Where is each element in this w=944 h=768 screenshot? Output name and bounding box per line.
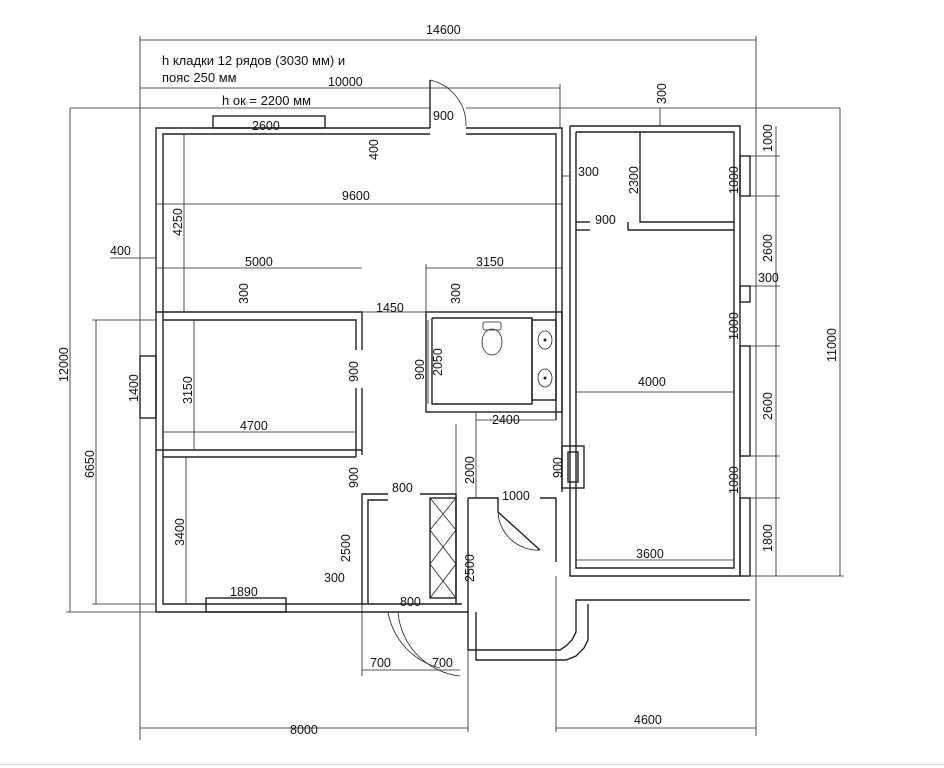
dim-bed3-depth: 3400: [173, 518, 187, 546]
dim-door-800-a: 800: [392, 481, 413, 495]
dim-pier-1000-d: 1000: [727, 466, 741, 494]
right-window-d: [739, 497, 751, 577]
dim-hall-width: 9600: [342, 189, 370, 203]
dim-corridor-depth: 2000: [463, 456, 477, 484]
dim-bath-door: 900: [413, 359, 427, 380]
entry-wall-right: [540, 497, 557, 562]
dim-bed3-door: 900: [347, 467, 361, 488]
dim-bottom-4600: 4600: [634, 713, 662, 727]
entry-door-swing: [497, 511, 541, 551]
dim-passage: 1450: [376, 301, 404, 315]
toilet-icon: [481, 321, 503, 356]
porch-inner: [475, 604, 589, 661]
dim-step-700-b: 700: [432, 656, 453, 670]
dim-left-offset: 400: [110, 244, 131, 258]
bed1-bottom-wall-inner: [163, 319, 357, 350]
dim-bath-depth: 2050: [431, 348, 445, 376]
closet-hatch: [429, 563, 457, 599]
window-height-note: h ок = 2200 мм: [222, 93, 311, 108]
dim-right-room-depth: 2300: [627, 166, 641, 194]
dim-closet-2500-b: 2500: [463, 554, 477, 582]
dim-closet-2500-a: 2500: [339, 534, 353, 562]
dimension-lines: [66, 36, 844, 740]
basin-icon: [537, 368, 553, 388]
dim-right-end-1800: 1800: [761, 524, 775, 552]
dim-overall-width: 14600: [426, 23, 461, 37]
dim-front-width: 10000: [328, 75, 363, 89]
dim-hall-depth: 4250: [171, 208, 185, 236]
doors: [387, 79, 541, 677]
dim-pier-1000-b: 1000: [727, 166, 741, 194]
top-window: [212, 115, 326, 129]
fixtures: [481, 321, 553, 388]
main-outer-wall-inner: [162, 133, 462, 605]
porch-door-swing-a: [387, 611, 441, 669]
dim-right-door-side: 900: [551, 457, 565, 478]
dim-win-2600-a: 2600: [761, 234, 775, 262]
bed3-right-wall: [367, 499, 388, 604]
sink-icon: [537, 330, 553, 350]
dim-pier-1000-a: 1000: [761, 124, 775, 152]
masonry-note-line1: h кладки 12 рядов (3030 мм) и: [162, 53, 345, 68]
right-wing-inner: [575, 131, 735, 569]
dim-pier-1000-c: 1000: [727, 312, 741, 340]
right-door-frame: [561, 445, 585, 489]
dim-door-top: 900: [433, 109, 454, 123]
right-window-c: [739, 345, 751, 457]
masonry-note-line2: пояс 250 мм: [162, 70, 237, 85]
main-top-right-wall-inner: [466, 133, 557, 420]
dim-bed2-door: 900: [347, 361, 361, 382]
right-window-a: [739, 155, 751, 197]
porch-door-swing-b: [397, 611, 461, 677]
dim-step-700-a: 700: [370, 656, 391, 670]
closet: [429, 497, 457, 599]
dim-bed1-width: 5000: [245, 255, 273, 269]
dim-window-top: 2600: [252, 119, 280, 133]
dim-wall-300-b: 300: [449, 283, 463, 304]
page-bottom-border: [0, 764, 944, 765]
bottom-window: [205, 597, 287, 613]
dim-bath-width: 3150: [476, 255, 504, 269]
porch: [467, 599, 750, 651]
bathroom-inner: [431, 317, 533, 405]
dim-door-800-b: 800: [400, 595, 421, 609]
entry-wall: [468, 497, 499, 512]
dim-bed2-depth: 3150: [181, 376, 195, 404]
dim-right-room2-width: 3600: [636, 547, 664, 561]
dim-offset-300-top: 300: [655, 83, 669, 104]
dim-right-door-900: 900: [595, 213, 616, 227]
closet-hatch: [429, 529, 457, 565]
dim-left-lower: 6650: [83, 450, 97, 478]
right-window-b: [739, 285, 751, 303]
bed3-right-wall-inner: [361, 493, 388, 604]
dim-win-2600-b: 2600: [761, 392, 775, 420]
right-room1-wall: [639, 132, 734, 223]
dim-pier-400: 400: [367, 139, 381, 160]
main-top-right-wall: [466, 127, 563, 492]
dim-door-1000: 1000: [502, 489, 530, 503]
dim-window-left: 1400: [127, 374, 141, 402]
dim-corridor-width: 2400: [492, 413, 520, 427]
dim-right-wing-offset: 300: [578, 165, 599, 179]
dim-window-bottom: 1890: [230, 585, 258, 599]
left-window: [139, 355, 157, 419]
dim-bottom-8000: 8000: [290, 723, 318, 737]
right-door-leaf: [567, 451, 579, 483]
front-door-swing: [429, 79, 467, 127]
entry-door-leaf: [497, 511, 541, 551]
dim-right-offset-300: 300: [758, 271, 779, 285]
bed1-bottom-wall: [156, 311, 363, 350]
dim-right-room-width: 4000: [638, 375, 666, 389]
bathroom-outline: [425, 311, 563, 413]
dim-overall-height: 12000: [57, 347, 71, 382]
closet-hatch: [429, 497, 457, 531]
dim-wall-300-a: 300: [237, 283, 251, 304]
right-wing-outer: [569, 125, 741, 577]
dim-bed2-width: 4700: [240, 419, 268, 433]
dim-right-height: 11000: [825, 328, 839, 362]
dim-wall-300-c: 300: [324, 571, 345, 585]
right-room1-wall-inner: [627, 222, 734, 231]
bathroom-counter: [531, 319, 557, 401]
